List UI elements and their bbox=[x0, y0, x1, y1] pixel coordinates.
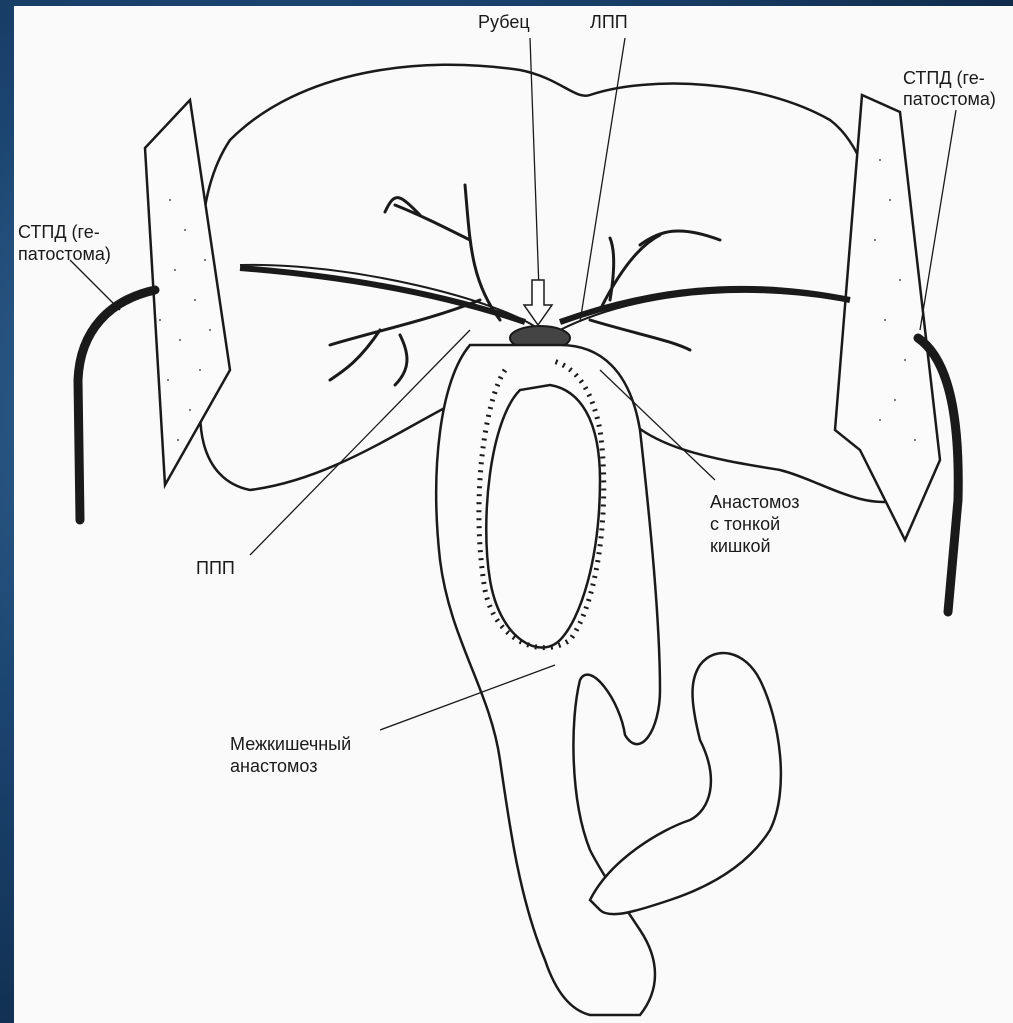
label-anastomosis-line1: Анастомоз bbox=[710, 492, 799, 513]
label-stpd-right-line1: СТПД (ге- bbox=[903, 68, 985, 89]
label-left-hepatic-duct: ЛПП bbox=[590, 12, 628, 33]
label-anastomosis-line3: кишкой bbox=[710, 536, 771, 557]
label-scar: Рубец bbox=[478, 12, 530, 33]
label-stpd-left-line1: СТПД (ге- bbox=[18, 222, 100, 243]
scar-arrow bbox=[524, 280, 552, 325]
label-stpd-right-line2: патостома) bbox=[903, 89, 996, 110]
left-tube-inside bbox=[240, 268, 525, 322]
right-abdominal-wall bbox=[835, 95, 940, 540]
label-interintestinal-line1: Межкишечный bbox=[230, 734, 351, 755]
left-drainage-tube bbox=[78, 290, 155, 520]
label-anastomosis-line2: с тонкой bbox=[710, 514, 780, 535]
label-stpd-left-line2: патостома) bbox=[18, 244, 111, 265]
label-interintestinal-line2: анастомоз bbox=[230, 756, 317, 777]
label-right-hepatic-duct: ППП bbox=[196, 558, 235, 579]
